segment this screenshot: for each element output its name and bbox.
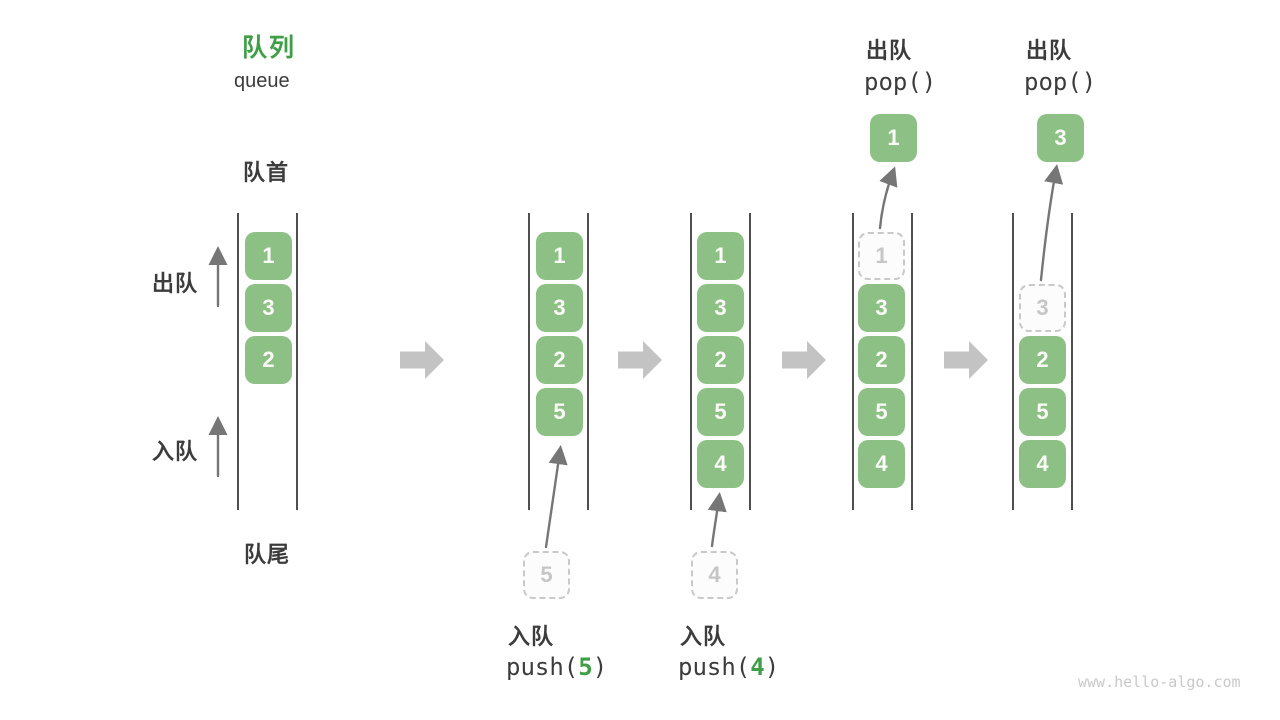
queue-track-5 (1012, 213, 1073, 510)
queue-rear-label: 队尾 (244, 542, 291, 567)
queue-cell: 2 (1019, 336, 1066, 384)
pop-code-label: pop() (864, 68, 937, 96)
ghost-cell: 1 (858, 232, 905, 280)
code-arg: 4 (750, 653, 765, 681)
dequeue-side-label: 出队 (152, 271, 199, 296)
dequeue-op-label: 出队 (866, 38, 913, 63)
queue-cell: 4 (858, 440, 905, 488)
queue-cell: 2 (245, 336, 292, 384)
queue-track-4 (852, 213, 913, 510)
popped-cell: 1 (870, 114, 917, 162)
queue-cell: 5 (1019, 388, 1066, 436)
flow-arrow-icon (400, 341, 444, 379)
diagram-title-zh: 队列 (242, 34, 297, 62)
queue-cell: 3 (245, 284, 292, 332)
queue-front-label: 队首 (243, 160, 290, 185)
push-5-code-label: push(5) (506, 653, 607, 681)
dequeue-op-label: 出队 (1026, 38, 1073, 63)
queue-track-1 (237, 213, 298, 510)
code-fn: push( (678, 653, 751, 681)
pending-cell: 5 (523, 551, 570, 599)
code-close: ) (592, 653, 608, 681)
enqueue-op-label: 入队 (680, 624, 727, 649)
ghost-cell: 3 (1019, 284, 1066, 332)
queue-cell: 5 (536, 388, 583, 436)
flow-arrow-icon (782, 341, 826, 379)
queue-cell: 1 (697, 232, 744, 280)
code-fn: push( (506, 653, 579, 681)
queue-track-3 (690, 213, 751, 510)
flow-arrow-icon (618, 341, 662, 379)
diagram-title-en: queue (234, 70, 290, 92)
queue-cell: 1 (245, 232, 292, 280)
queue-cell: 3 (697, 284, 744, 332)
queue-cell: 1 (536, 232, 583, 280)
queue-cell: 2 (536, 336, 583, 384)
pop-code-label: pop() (1024, 68, 1097, 96)
queue-cell: 3 (536, 284, 583, 332)
code-close: ) (764, 653, 780, 681)
queue-cell: 2 (858, 336, 905, 384)
code-arg: 5 (578, 653, 593, 681)
queue-cell: 4 (1019, 440, 1066, 488)
popped-cell: 3 (1037, 114, 1084, 162)
queue-cell: 5 (697, 388, 744, 436)
queue-cell: 4 (697, 440, 744, 488)
queue-cell: 5 (858, 388, 905, 436)
queue-cell: 3 (858, 284, 905, 332)
pending-cell: 4 (691, 551, 738, 599)
queue-track-2 (528, 213, 589, 510)
flow-arrow-icon (944, 341, 988, 379)
queue-cell: 2 (697, 336, 744, 384)
enqueue-op-label: 入队 (508, 624, 555, 649)
enqueue-side-label: 入队 (152, 439, 199, 464)
push-4-code-label: push(4) (678, 653, 779, 681)
site-watermark: www.hello-algo.com (1078, 673, 1241, 691)
